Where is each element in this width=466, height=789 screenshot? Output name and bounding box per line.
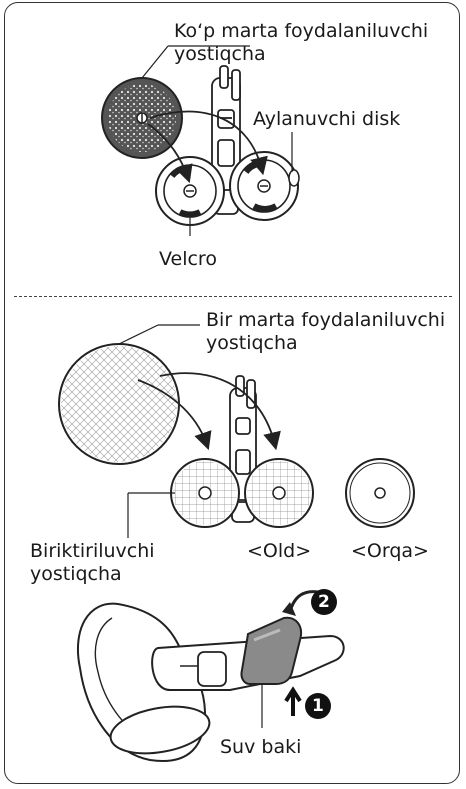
reusable-pad-leader bbox=[141, 45, 169, 79]
attachable-pad-left bbox=[170, 458, 240, 528]
attachable-pad-label: Biriktiriluvchi yostiqcha bbox=[30, 540, 155, 585]
front-view-label: <Old> bbox=[247, 540, 312, 562]
disposable-pad-label: Bir marta foydalaniluvchi yostiqcha bbox=[206, 309, 446, 354]
attachable-pad-right bbox=[244, 458, 314, 528]
reusable-pad bbox=[101, 77, 183, 159]
arrow-to-back bbox=[159, 372, 281, 451]
disposable-pad-leader bbox=[118, 324, 159, 345]
mop-body-middle bbox=[229, 375, 257, 523]
step-2-badge bbox=[311, 589, 337, 615]
step-2-number: 2 bbox=[318, 592, 330, 612]
arrow-to-right-disk bbox=[149, 110, 268, 176]
water-tank bbox=[240, 616, 302, 685]
arrow-to-front bbox=[137, 379, 212, 451]
instruction-frame bbox=[4, 2, 460, 784]
rotating-disk-left bbox=[155, 156, 225, 226]
water-tank-label: Suv baki bbox=[220, 736, 302, 758]
disposable-pad bbox=[58, 343, 180, 465]
arrow-to-left-disk bbox=[147, 123, 193, 184]
rotating-disk-label: Aylanuvchi disk bbox=[253, 108, 401, 130]
step-1-badge bbox=[305, 693, 331, 719]
reusable-pad-label: Ko‘p marta foydalaniluvchi yostiqcha bbox=[174, 20, 429, 65]
rotating-disk-right bbox=[229, 151, 300, 221]
back-view-label: <Orqa> bbox=[351, 540, 429, 562]
back-view-pad bbox=[345, 458, 415, 528]
section-divider bbox=[14, 296, 452, 297]
up-arrow-icon bbox=[284, 686, 302, 716]
velcro-label: Velcro bbox=[159, 248, 217, 270]
step-1-number: 1 bbox=[312, 696, 324, 716]
mop-side-view bbox=[76, 602, 345, 763]
